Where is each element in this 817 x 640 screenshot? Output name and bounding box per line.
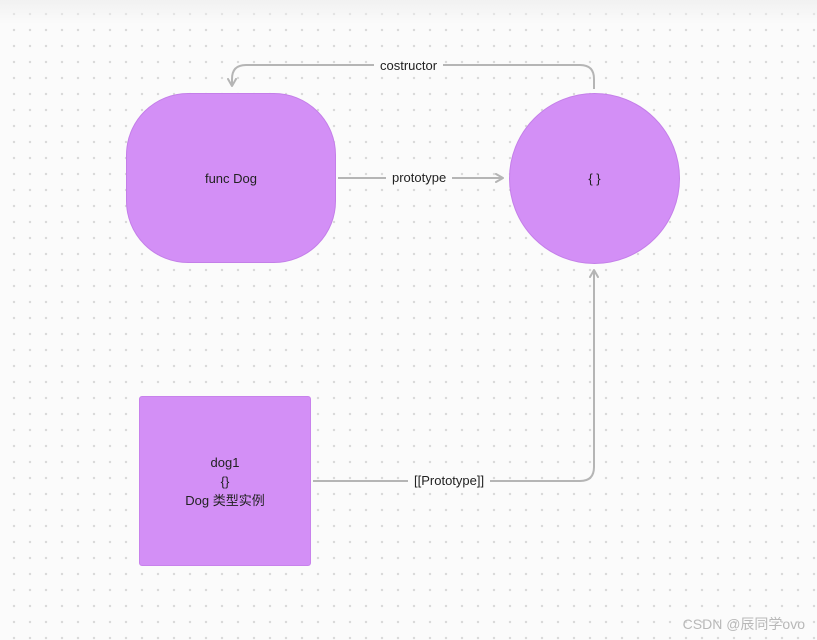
proto-link-edge-label: [[Prototype]] [408,472,491,490]
prototype-object-node[interactable]: { } [509,93,680,264]
prototype-edge-label: prototype [386,169,453,187]
costructor-edge-label: costructor [374,57,444,75]
dog1-object-label: {} [220,473,230,489]
proto-link-edge[interactable] [313,269,599,482]
func-dog-node[interactable]: func Dog [126,93,336,263]
prototype-object-label: { } [588,171,601,186]
csdn-watermark: CSDN @辰同学ovo [682,616,805,632]
dog1-type-label: Dog 类型实例 [185,492,265,508]
func-dog-label: func Dog [204,170,258,186]
dog1-name-label: dog1 [210,454,240,470]
dog1-instance-node[interactable]: dog1 {} Dog 类型实例 [139,396,311,566]
top-toolbar-strip [0,0,817,24]
